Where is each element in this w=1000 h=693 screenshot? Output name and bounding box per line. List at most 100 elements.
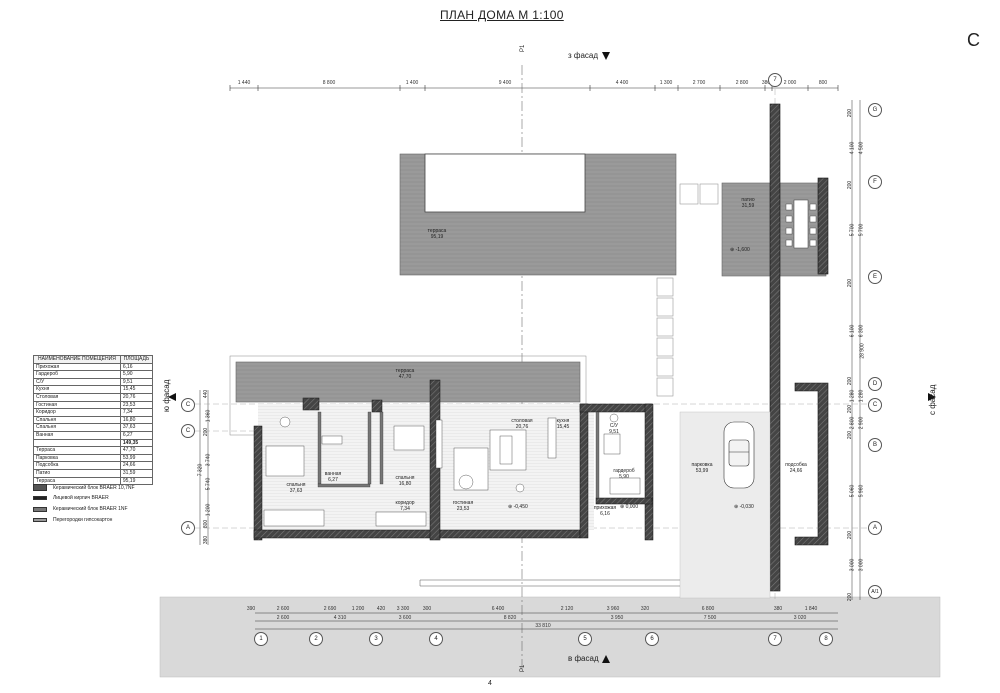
dim-label: 1 200	[351, 606, 365, 612]
dim-label: 320	[640, 606, 650, 612]
house-floor	[258, 404, 594, 530]
dim-label: 200	[847, 530, 854, 540]
dim-label: 3 960	[606, 606, 620, 612]
dim-label: 200	[847, 180, 854, 190]
lower-terrace	[235, 361, 581, 403]
axis-marker: 6	[645, 632, 659, 646]
dim-label: 6 400	[491, 606, 505, 612]
dim-label: 380	[773, 606, 783, 612]
dim-label: 6 100	[849, 324, 856, 338]
dim-label: 2 000	[783, 80, 797, 86]
dim-label: 1 360	[205, 409, 212, 423]
dim-label: 6 300	[858, 324, 865, 338]
axis-marker: 7	[768, 632, 782, 646]
dim-label: 5 960	[858, 484, 865, 498]
dim-label: 390	[246, 606, 256, 612]
dim-label: 2 600	[276, 615, 290, 621]
dim-label: 200	[847, 376, 854, 386]
dim-label: 8 800	[322, 80, 336, 86]
page-title: ПЛАН ДОМА М 1:100	[440, 8, 564, 22]
axis-marker: G	[868, 103, 882, 117]
dim-label: 800	[203, 519, 210, 529]
dim-label: 300	[422, 606, 432, 612]
boundary-wall	[769, 103, 781, 592]
car-icon	[723, 421, 755, 489]
legend-swatch	[33, 506, 47, 512]
left-dimensions: 440 1 360 200 3 740 7 320 5 740 1 200 80…	[194, 385, 214, 545]
axis-marker: 4	[429, 632, 443, 646]
axis-marker: 7	[768, 73, 782, 87]
dim-label: 1 280	[849, 389, 856, 403]
dim-label: 7 320	[197, 463, 204, 477]
legend-item: Керамический блок BRAER 10,7NF	[33, 484, 135, 491]
axis-marker: 5	[578, 632, 592, 646]
dim-total-label: 28 900	[859, 343, 866, 359]
axis-marker: C	[181, 424, 195, 438]
dim-label: 3 600	[398, 615, 412, 621]
elevation-mark: ⊕ -1,600	[730, 247, 750, 253]
dim-label: 2 900	[858, 416, 865, 430]
dim-label: 200	[847, 278, 854, 288]
dim-label: 2 700	[692, 80, 706, 86]
table-header: НАИМЕНОВАНИЕ ПОМЕЩЕНИЯ	[33, 355, 121, 364]
dim-label: 2 800	[849, 416, 856, 430]
dim-label: 3 950	[610, 615, 624, 621]
section-mark-top: Р1	[520, 44, 526, 52]
dim-label: 6 800	[701, 606, 715, 612]
axis-marker: C	[868, 398, 882, 412]
dim-total-label: 33 810	[535, 623, 551, 629]
dim-label: 1 840	[804, 606, 818, 612]
dim-label: 3 300	[396, 606, 410, 612]
dim-label: 420	[376, 606, 386, 612]
dim-label: 200	[847, 404, 854, 414]
dim-label: 200	[847, 108, 854, 118]
axis-marker: A	[181, 521, 195, 535]
legend-item: Перегородки гипсокартон	[33, 517, 112, 523]
facade-label-north: з фасад	[568, 51, 599, 60]
dim-label: 1 400	[405, 80, 419, 86]
elevation-mark: ⊕ -0,450	[508, 504, 528, 510]
bottom-total-dimension: 33 810	[0, 623, 1000, 633]
dim-label: 5 700	[858, 223, 865, 237]
ground-strip	[160, 597, 940, 677]
dim-label: 380	[203, 535, 210, 545]
axis-marker: E	[868, 270, 882, 284]
facade-label-south: в фасад	[568, 654, 599, 663]
dim-label: 4 400	[615, 80, 629, 86]
legend-swatch	[33, 518, 47, 522]
pool	[424, 153, 586, 213]
dim-label: 7 500	[703, 615, 717, 621]
dim-label: 800	[818, 80, 828, 86]
corner-mark: С	[967, 30, 980, 50]
dim-label: 2 120	[560, 606, 574, 612]
table-header: ПЛОЩАДЬ	[119, 355, 154, 364]
table-total-row: 149,35	[33, 438, 154, 448]
facade-label-west: ю фасад	[162, 379, 171, 412]
dim-label: 1 440	[237, 80, 251, 86]
section-mark-bottom: Р1	[520, 664, 526, 672]
axis-marker: 1	[254, 632, 268, 646]
axis-marker: 3	[369, 632, 383, 646]
legend-item: Лицевой кирпич BRAER	[33, 495, 109, 501]
page-number: 4	[488, 680, 492, 687]
legend-swatch	[33, 496, 47, 500]
dim-label: 2 600	[276, 606, 290, 612]
dim-label: 2 800	[735, 80, 749, 86]
axis-marker: F	[868, 175, 882, 189]
